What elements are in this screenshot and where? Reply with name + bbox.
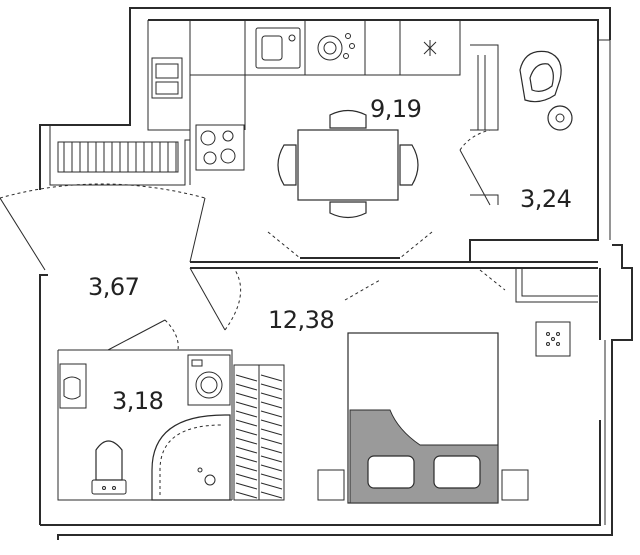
balcony-area-label: 3,24 (520, 185, 571, 213)
hall-area-label: 3,67 (88, 273, 139, 301)
wardrobe-hanger (235, 455, 258, 463)
wardrobe-hanger (235, 464, 258, 472)
wardrobe-hanger (260, 383, 283, 391)
stove-icon (195, 124, 245, 171)
oven-icon (151, 57, 183, 99)
kitchen-area-label: 9,19 (370, 95, 421, 123)
dishwasher-icon (317, 33, 355, 61)
wardrobe-hanger (235, 401, 258, 409)
wardrobe-hanger (260, 464, 283, 472)
bed-icon (317, 332, 529, 504)
entry-door (0, 183, 206, 271)
wardrobe-hanger (235, 491, 258, 499)
wardrobe-hanger (260, 482, 283, 490)
bathroom-sink-icon (59, 363, 87, 409)
window (604, 340, 613, 525)
wardrobe-hanger (260, 455, 283, 463)
radiator-icon (57, 141, 179, 173)
wardrobe-hanger (235, 419, 258, 427)
wardrobe-hanger (260, 392, 283, 400)
wardrobe-hanger (260, 491, 283, 499)
wardrobe-hanger (235, 473, 258, 481)
living-area-label: 12,38 (268, 306, 334, 334)
toilet-icon (91, 440, 127, 495)
wardrobe-hanger (235, 446, 258, 454)
wardrobe-hanger (260, 410, 283, 418)
sink-icon (255, 27, 301, 69)
armchair-icon (519, 50, 573, 131)
wardrobe-hanger (235, 374, 258, 382)
wardrobe-hanger (260, 473, 283, 481)
column-icon (535, 321, 571, 357)
balcony (459, 39, 611, 240)
tv-console-icon (344, 268, 598, 303)
living-door (189, 267, 242, 331)
wardrobe-hanger (260, 437, 283, 445)
wardrobe-hanger (235, 482, 258, 490)
opening-arc (267, 231, 433, 259)
fridge-icon (423, 40, 437, 56)
bathroom-area-label: 3,18 (112, 387, 163, 415)
wardrobe-hanger (235, 410, 258, 418)
wardrobe-hanger (235, 383, 258, 391)
wardrobe-hanger (235, 392, 258, 400)
kitchen-counter (147, 20, 461, 131)
wardrobe-hanger (235, 437, 258, 445)
wardrobe-hanger (260, 419, 283, 427)
wardrobe-hanger (260, 446, 283, 454)
wardrobe-icon (233, 364, 285, 501)
wardrobe-hanger (260, 374, 283, 382)
shower-icon (151, 414, 231, 501)
outer-walls (39, 7, 633, 540)
dining-table-icon (277, 109, 419, 219)
partition-wall (190, 261, 598, 269)
wardrobe-hanger (260, 428, 283, 436)
wardrobe-hanger (260, 401, 283, 409)
wardrobe-hanger (235, 428, 258, 436)
washing-machine-icon (187, 354, 231, 406)
